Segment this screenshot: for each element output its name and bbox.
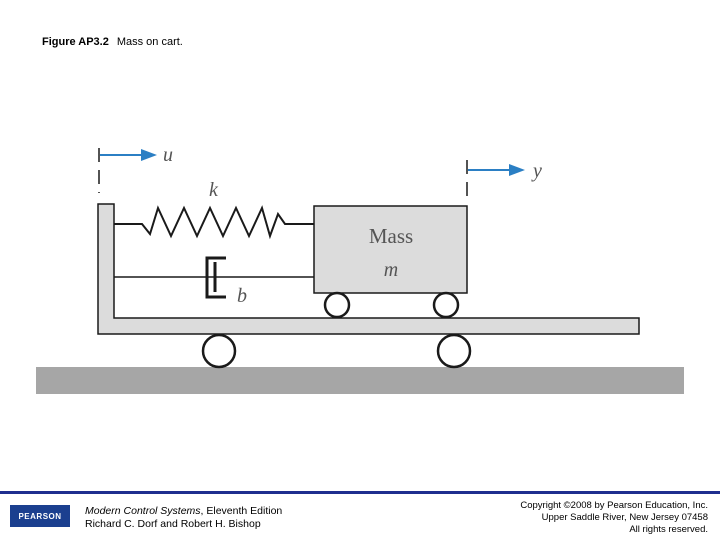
pearson-logo-text: PEARSON [18, 511, 62, 521]
figure-title: Mass on cart. [116, 36, 183, 48]
cart-wheel-left [201, 333, 237, 369]
label-k: k [209, 179, 219, 201]
ground [36, 367, 684, 394]
label-mass: Mass [369, 224, 413, 248]
pearson-logo: PEARSON [10, 505, 70, 527]
book-authors: Richard C. Dorf and Robert H. Bishop [85, 518, 261, 530]
book-title: Modern Control Systems [85, 505, 201, 517]
book-edition: , Eleventh Edition [200, 505, 283, 517]
book-info: Modern Control Systems, Eleventh Edition… [85, 505, 282, 531]
mass-wheel-right [432, 291, 460, 319]
figure-number: Figure AP3.2 [42, 36, 109, 48]
label-u: u [163, 144, 173, 166]
label-b: b [237, 285, 247, 307]
cart-body [97, 203, 640, 335]
mass-wheel-left [323, 291, 351, 319]
label-m: m [384, 259, 398, 281]
u-arrow-head [141, 149, 157, 161]
copyright-line-3: All rights reserved. [629, 524, 708, 535]
cart-wheel-right [436, 333, 472, 369]
spring [114, 205, 314, 240]
y-arrow-head [509, 164, 525, 176]
copyright-line-2: Upper Saddle River, New Jersey 07458 [541, 512, 708, 523]
footer [0, 494, 720, 540]
copyright-notice: Copyright ©2008 by Pearson Education, In… [520, 500, 708, 536]
copyright-line-1: Copyright ©2008 by Pearson Education, In… [520, 500, 708, 511]
damper [114, 256, 314, 299]
footer-divider [0, 491, 720, 494]
label-y: y [531, 160, 542, 182]
figure-caption: Figure AP3.2 Mass on cart. [42, 36, 183, 48]
mass-block [313, 205, 468, 294]
mass-on-cart-diagram: u y k b Mass m [36, 144, 684, 394]
